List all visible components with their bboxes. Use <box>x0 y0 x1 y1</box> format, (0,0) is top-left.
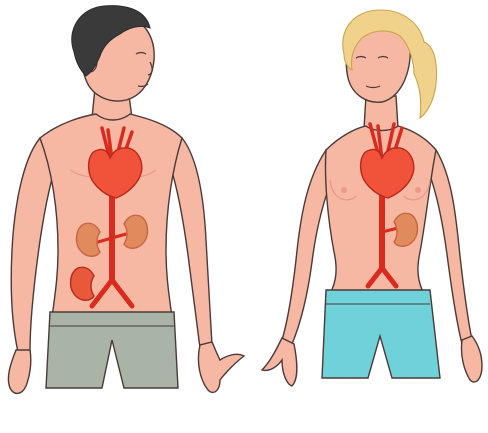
male-shorts <box>46 312 178 388</box>
male-right-hand <box>198 342 244 392</box>
female-left-hand <box>262 338 297 386</box>
female-figure <box>262 10 482 386</box>
female-right-hand <box>461 336 482 382</box>
male-right-arm <box>170 138 212 348</box>
female-right-arm <box>428 150 472 344</box>
male-left-hand <box>8 350 30 393</box>
female-shorts <box>322 290 440 378</box>
male-figure <box>8 6 244 394</box>
female-nipple-left <box>341 187 347 193</box>
female-nipple-right <box>415 187 421 193</box>
